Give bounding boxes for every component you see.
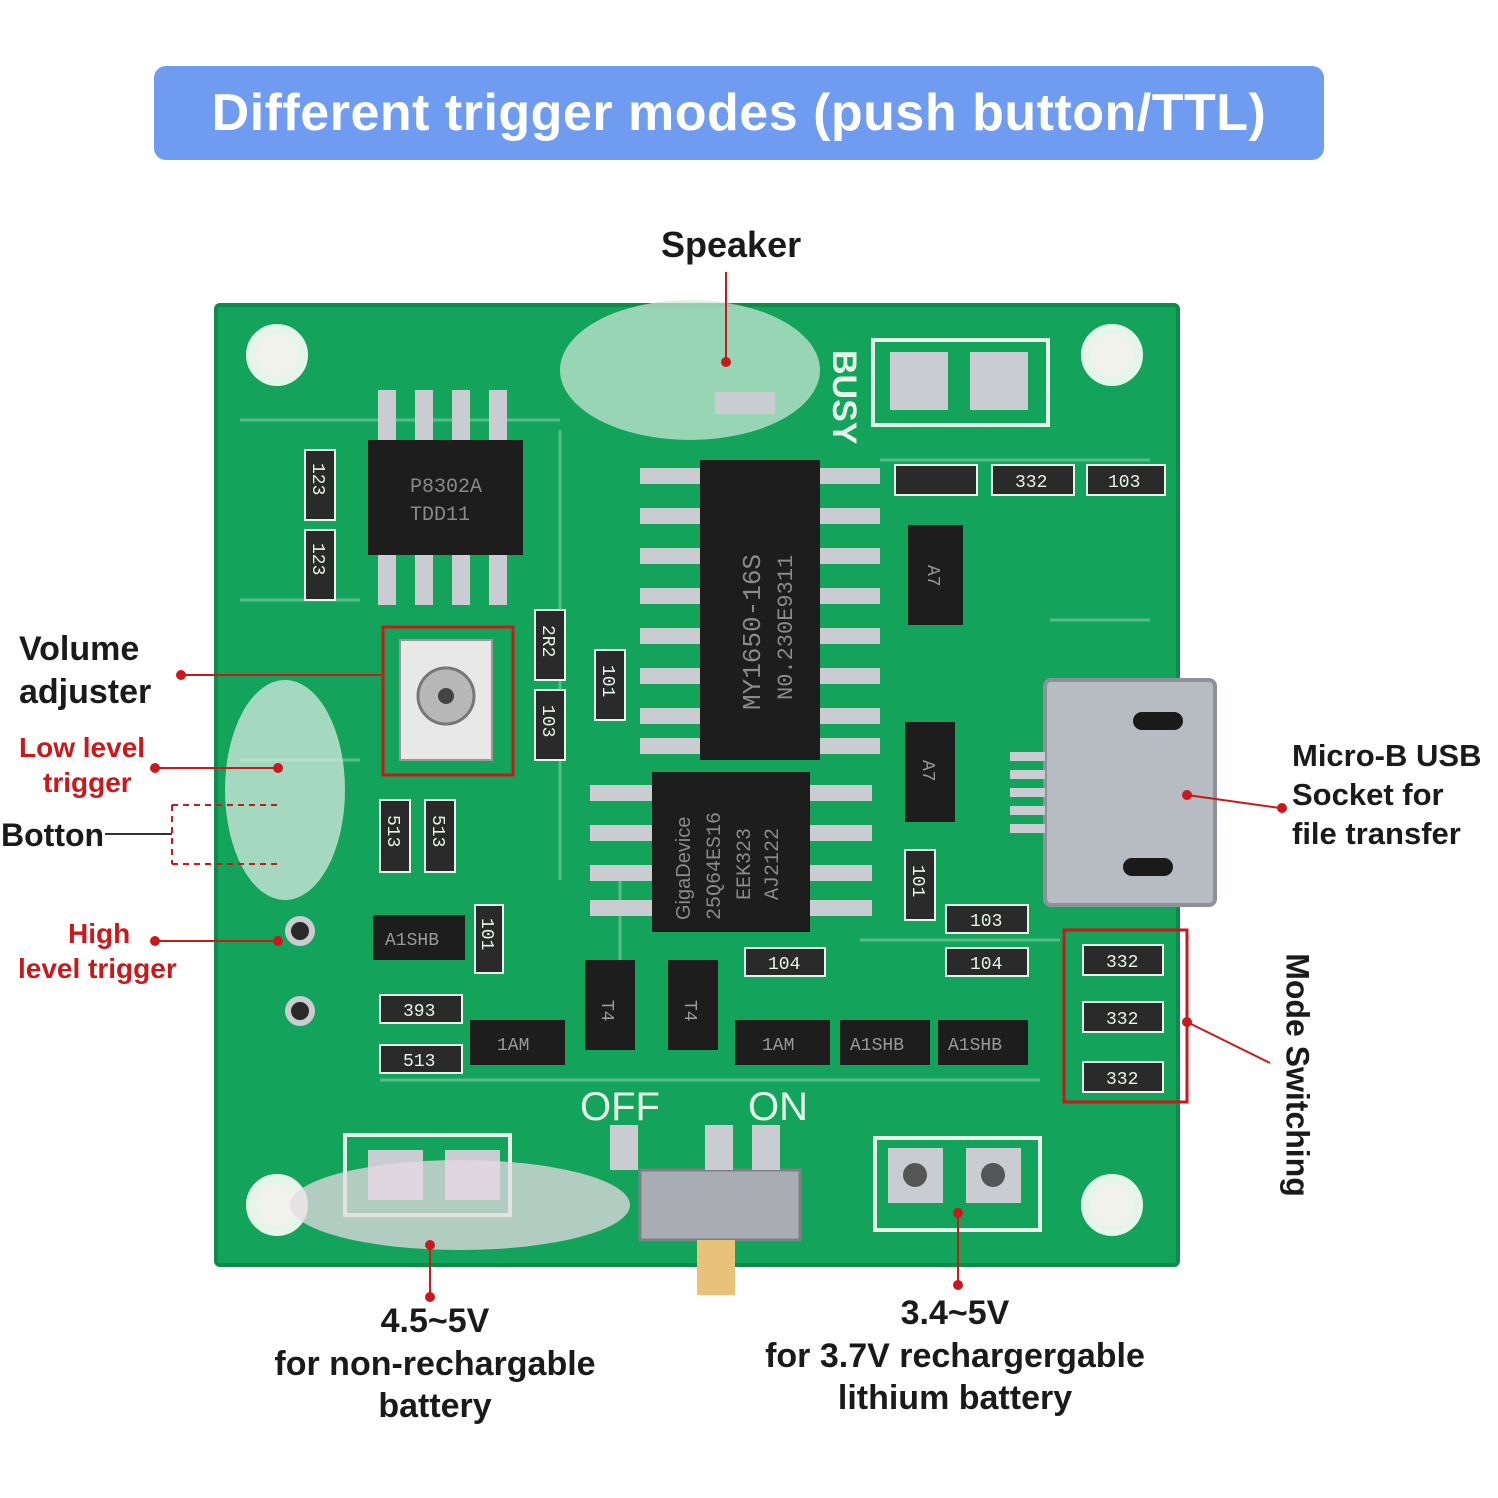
slide-switch xyxy=(638,1168,802,1242)
r104-mid: 104 xyxy=(768,955,800,975)
speaker-label: Speaker xyxy=(661,222,801,267)
r332-m1: 332 xyxy=(1106,953,1138,973)
batt1-line2: for non-rechargable xyxy=(274,1344,596,1383)
batt2-line2: for 3.7V rechargergable xyxy=(765,1336,1145,1375)
low-trigger-line1: Low level xyxy=(19,732,146,763)
banner-title: Different trigger modes (push button/TTL… xyxy=(211,84,1267,142)
r332-top: 332 xyxy=(1015,473,1047,493)
r513-b: 513 xyxy=(427,815,447,847)
main-chip-mark2: N0.230E9311 xyxy=(774,555,799,700)
mounting-holes xyxy=(246,324,1143,1236)
low-trigger-line2: trigger xyxy=(43,767,132,798)
usb-label: Micro-B USB Socket for file transfer xyxy=(1292,737,1481,853)
flash-chip xyxy=(652,772,810,932)
batt1-line3: battery xyxy=(378,1387,492,1425)
trigger-glue xyxy=(225,680,345,900)
amp-chip-mark2: TDD11 xyxy=(410,504,470,527)
r393: 393 xyxy=(403,1002,435,1022)
r103-mid: 103 xyxy=(970,912,1002,932)
title-banner: Different trigger modes (push button/TTL… xyxy=(154,66,1324,160)
t-1am-a: 1AM xyxy=(497,1036,529,1056)
main-chip-mark: MY1650-16S xyxy=(738,554,768,710)
low-trigger-label: Low level trigger xyxy=(10,730,165,800)
batt1-line1: 4.5~5V xyxy=(380,1302,490,1340)
t-a1shb-left: A1SHB xyxy=(385,931,439,951)
on-mark: ON xyxy=(748,1085,808,1129)
off-mark: OFF xyxy=(580,1085,660,1129)
battery-nonrechargeable-label: 4.5~5V for non-rechargable battery xyxy=(240,1300,630,1428)
mode-highlight-box xyxy=(1062,928,1189,1104)
flash-part: 25Q64ES16 xyxy=(704,812,727,920)
r513-low: 513 xyxy=(403,1052,435,1072)
r101-b: 101 xyxy=(907,865,927,897)
t-a7-a: A7 xyxy=(922,565,942,587)
button-label-text: Botton xyxy=(1,817,105,853)
transistors xyxy=(373,525,1028,1065)
speaker-glue xyxy=(560,300,820,440)
volume-label: Volume adjuster xyxy=(19,628,151,713)
flash-brand: GigaDevice xyxy=(673,817,695,920)
high-trigger-line2: level trigger xyxy=(18,953,177,984)
r103-left: 103 xyxy=(537,705,557,737)
r103-top: 103 xyxy=(1108,473,1140,493)
t-a7-b: A7 xyxy=(917,760,937,782)
r101-a: 101 xyxy=(597,665,617,697)
usb-label-line2: Socket for xyxy=(1292,776,1444,812)
smd-resistors xyxy=(304,449,1166,1093)
usb-label-line1: Micro-B USB xyxy=(1292,738,1482,773)
r123-a: 123 xyxy=(307,463,327,495)
button-label: Botton xyxy=(1,815,104,855)
busy-mark: BUSY xyxy=(825,350,863,445)
r332-m2: 332 xyxy=(1106,1010,1138,1030)
main-chip xyxy=(700,460,820,760)
r2r2: 2R2 xyxy=(537,625,557,657)
r513-a: 513 xyxy=(382,815,402,847)
r332-m3: 332 xyxy=(1106,1070,1138,1090)
flash-code1: EEK323 xyxy=(734,828,757,900)
battery-lithium-label: 3.4~5V for 3.7V rechargergable lithium b… xyxy=(735,1292,1175,1420)
volume-label-line1: Volume xyxy=(19,630,140,668)
flash-code2: AJ2122 xyxy=(762,828,785,900)
speaker-label-text: Speaker xyxy=(661,224,802,265)
usb-label-line3: file transfer xyxy=(1292,815,1461,851)
t-a1shb-a: A1SHB xyxy=(850,1036,904,1056)
batt2-line3: lithium battery xyxy=(837,1379,1073,1417)
mode-switching-label: Mode Switching xyxy=(1279,953,1316,1197)
batt2-line1: 3.4~5V xyxy=(900,1294,1010,1332)
amp-chip xyxy=(368,440,523,555)
t-a1shb-b: A1SHB xyxy=(948,1036,1002,1056)
mode-switching-text: Mode Switching xyxy=(1279,953,1316,1197)
t-1am-b: 1AM xyxy=(762,1036,794,1056)
r104-right: 104 xyxy=(970,955,1002,975)
r123-b: 123 xyxy=(307,543,327,575)
amp-chip-mark: P8302A xyxy=(410,476,482,499)
volume-highlight-box xyxy=(381,625,515,777)
high-trigger-line1: High xyxy=(68,918,131,949)
t-t4-a: T4 xyxy=(596,1000,616,1022)
r101-c: 101 xyxy=(476,918,496,950)
high-trigger-label: High level trigger xyxy=(18,916,177,986)
volume-label-line2: adjuster xyxy=(19,672,152,711)
t-t4-b: T4 xyxy=(679,1000,699,1022)
battery-glue xyxy=(290,1160,630,1250)
